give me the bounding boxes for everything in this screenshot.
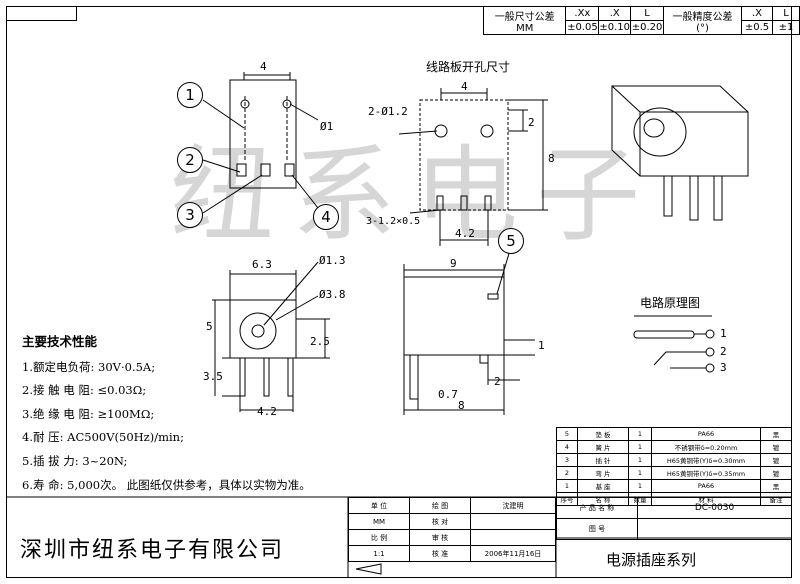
front-dim-25: 2.5: [310, 335, 330, 348]
tb-date: 2006年11月16日: [470, 545, 556, 562]
pcb-dim-42: 4.2: [455, 227, 475, 240]
front-phi38: Ø3.8: [319, 288, 346, 301]
bom-cell: 镀: [760, 453, 792, 467]
pcb-dim-2: 2: [528, 116, 535, 129]
bom-cell: PA66: [651, 479, 761, 493]
bom-cell: H65黄铜带(Y)δ=0.35mm: [651, 466, 761, 480]
circuit-pin: 1: [720, 327, 727, 340]
tb-value: 沈建明: [470, 497, 556, 514]
pcb-dim-4: 4: [461, 80, 468, 93]
bom-cell: 1: [628, 466, 652, 480]
product-series: 电源插座系列: [606, 551, 697, 569]
bom-cell: 1: [628, 479, 652, 493]
tb-label: 审 核: [409, 529, 471, 546]
spec-line: 4.耐 压: AC500V(50Hz)/min;: [22, 430, 184, 445]
bom-cell: 4: [556, 440, 578, 454]
bom-cell: PA66: [651, 427, 761, 441]
bom-cell: 1: [628, 427, 652, 441]
spec-line: 2.接 触 电 阻: ≤0.03Ω;: [22, 383, 147, 398]
front-phi13: Ø1.3: [319, 254, 346, 267]
bom-cell: H65黄铜带(Y)δ=0.30mm: [651, 453, 761, 467]
pcb-slots: 3-1.2×0.5: [366, 216, 421, 227]
circuit-pin: 3: [720, 361, 727, 374]
tol-value: ±0.20: [630, 20, 665, 35]
bom-cell: 镀: [760, 466, 792, 480]
company-name: 深圳市纽系电子有限公司: [20, 538, 285, 563]
side-dim-8: 8: [458, 399, 465, 412]
bom-cell: 不锈钢带δ=0.20mm: [651, 440, 761, 454]
dim-top-width: 4: [260, 60, 267, 73]
bom-cell: 基 座: [577, 479, 629, 493]
tol-value: ±0.05: [565, 20, 600, 35]
callout-5: 5: [498, 228, 524, 254]
specs-heading: 主要技术性能: [22, 334, 98, 349]
side-dim-9: 9: [450, 257, 457, 270]
dim-phi1: Ø1: [320, 120, 334, 133]
bom-cell: 1: [556, 479, 578, 493]
callout-2: 2: [177, 147, 203, 173]
bom-cell: 1: [628, 440, 652, 454]
tb-label: 绘 图: [409, 497, 471, 514]
bom-cell: 插 针: [577, 453, 629, 467]
watermark: 纽系电子: [170, 134, 659, 256]
front-dim-5: 5: [206, 320, 213, 333]
tb-value: 1:1: [348, 545, 410, 562]
bom-cell: 镀: [760, 440, 792, 454]
pcb-dim-8: 8: [548, 152, 555, 165]
callout-1: 1: [177, 82, 203, 108]
circuit-title: 电路原理图: [640, 296, 701, 310]
tb-label: 单 位: [348, 497, 410, 514]
front-dim-42: 4.2: [257, 405, 277, 418]
spec-line: 6.寿 命: 5,000次。 此图纸仅供参考，具体以实物为准。: [22, 477, 311, 492]
pcb-holes: 2-Ø1.2: [368, 105, 408, 118]
bom-cell: 黑: [760, 479, 792, 493]
spec-line: 1.额定电负荷: 30V·0.5A;: [22, 359, 156, 374]
tb-label: 产 品 名 称: [556, 497, 638, 519]
side-dim-07: 0.7: [438, 388, 458, 401]
bom-cell: 3: [556, 453, 578, 467]
bom-cell: 簧 片: [577, 440, 629, 454]
bom-cell: 1: [628, 453, 652, 467]
tol-head: L: [772, 6, 800, 21]
spec-line: 5.插 拔 力: 3~20N;: [22, 453, 128, 468]
spec-line: 3.绝 缘 电 阻: ≥100MΩ;: [22, 406, 155, 421]
tb-label: 核 对: [409, 513, 471, 530]
bom-cell: 黑: [760, 427, 792, 441]
front-dim-35: 3.5: [203, 370, 223, 383]
tb-label: 核 准: [409, 545, 471, 562]
side-dim-1: 1: [538, 339, 545, 352]
top-left-tab: [6, 6, 77, 21]
front-dim-63: 6.3: [252, 258, 272, 271]
tol-value: ±1: [772, 20, 800, 35]
callout-3: 3: [177, 202, 203, 228]
tb-label: 图 号: [556, 518, 638, 540]
drawing-frame: [6, 6, 792, 578]
pcb-title: 线路板开孔尺寸: [426, 60, 511, 74]
tb-label: 比 例: [348, 529, 410, 546]
tb-value: MM: [348, 513, 410, 530]
bom-cell: 2: [556, 466, 578, 480]
bom-cell: 5: [556, 427, 578, 441]
product-value: DC-0030: [637, 497, 792, 519]
circuit-pin: 2: [720, 345, 727, 358]
bom-cell: 弯 片: [577, 466, 629, 480]
side-dim-2: 2: [494, 375, 501, 388]
callout-4: 4: [313, 204, 339, 230]
tolerance-mm-label: 一般尺寸公差MM: [482, 6, 567, 35]
tech-specs: 主要技术性能 1.额定电负荷: 30V·0.5A; 2.接 触 电 阻: ≤0.…: [22, 330, 311, 497]
tolerance-table: 一般尺寸公差MM .Xx .X L 一般精度公差(°) .X L ±0.05 ±…: [482, 6, 800, 35]
tolerance-angle-label: 一般精度公差(°): [663, 6, 742, 35]
bom-cell: 垫 板: [577, 427, 629, 441]
